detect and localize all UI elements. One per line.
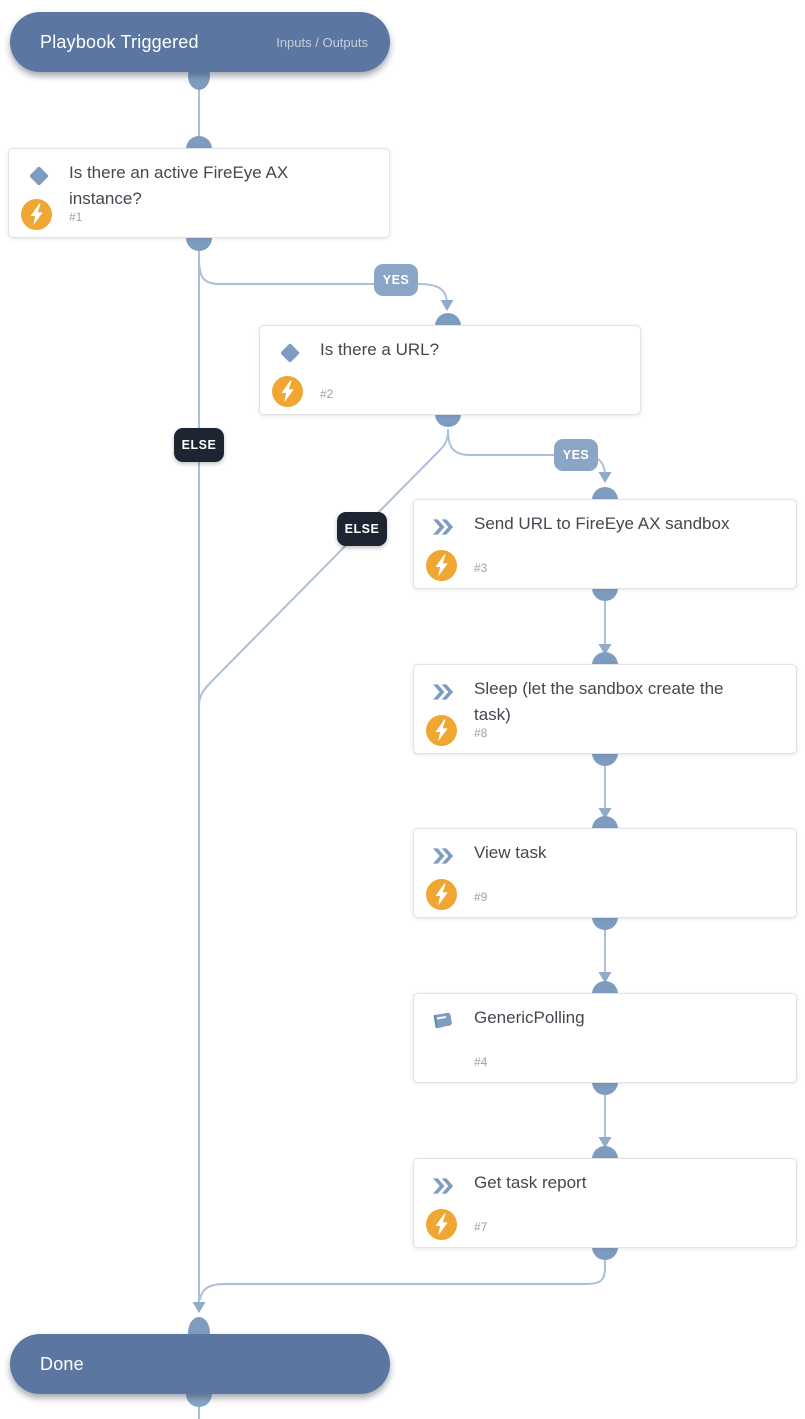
task-id: #4 bbox=[474, 1055, 488, 1069]
condition-diamond-icon bbox=[26, 163, 52, 189]
start-node-title: Playbook Triggered bbox=[40, 31, 199, 52]
automation-lightning-icon bbox=[21, 199, 52, 230]
command-chevron-icon bbox=[431, 843, 457, 869]
command-chevron-icon bbox=[431, 679, 457, 705]
arrow-into-task7 bbox=[598, 1137, 612, 1148]
task-node-4[interactable]: GenericPolling #4 bbox=[413, 993, 797, 1083]
edge-task2-yes-to-task3 bbox=[447, 429, 606, 475]
branch-label-yes-task2: YES bbox=[554, 439, 598, 471]
connector-task1-top bbox=[186, 136, 212, 149]
task-id: #7 bbox=[474, 1220, 488, 1234]
arrowheads bbox=[192, 300, 612, 1313]
connector-done-bottom bbox=[186, 1394, 212, 1407]
task-node-8[interactable]: Sleep (let the sandbox create the task) … bbox=[413, 664, 797, 754]
arrow-into-task4 bbox=[598, 972, 612, 983]
arrow-into-task8 bbox=[598, 644, 612, 655]
connector-task9-top bbox=[592, 816, 618, 829]
end-node-done[interactable]: Done bbox=[10, 1334, 390, 1394]
task-node-9[interactable]: View task #9 bbox=[413, 828, 797, 918]
connector-task3-bottom bbox=[592, 588, 618, 601]
task-title: Sleep (let the sandbox create the task) bbox=[474, 679, 724, 724]
node-connectors bbox=[186, 62, 618, 1407]
task-id: #3 bbox=[474, 561, 488, 575]
connector-task7-top bbox=[592, 1146, 618, 1159]
task-id: #9 bbox=[474, 890, 488, 904]
task-node-3[interactable]: Send URL to FireEye AX sandbox #3 bbox=[413, 499, 797, 589]
connector-task1-bottom bbox=[186, 238, 212, 251]
task-node-2[interactable]: Is there a URL? #2 bbox=[259, 325, 641, 415]
automation-lightning-icon bbox=[426, 715, 457, 746]
connector-task8-bottom bbox=[592, 753, 618, 766]
automation-lightning-icon bbox=[426, 1209, 457, 1240]
connector-task8-top bbox=[592, 652, 618, 665]
task-id: #8 bbox=[474, 726, 488, 740]
automation-lightning-icon bbox=[272, 376, 303, 407]
task-title: Get task report bbox=[474, 1173, 587, 1192]
connector-task2-bottom bbox=[435, 414, 461, 427]
connector-task4-bottom bbox=[592, 1082, 618, 1095]
task-id: #2 bbox=[320, 387, 334, 401]
task-node-7[interactable]: Get task report #7 bbox=[413, 1158, 797, 1248]
condition-diamond-icon bbox=[277, 340, 303, 366]
task-title: Is there a URL? bbox=[320, 340, 440, 359]
automation-lightning-icon bbox=[426, 879, 457, 910]
connector-task4-top bbox=[592, 981, 618, 994]
edge-task7-to-done bbox=[199, 1260, 606, 1300]
start-node-playbook-triggered[interactable]: Playbook Triggered Inputs / Outputs bbox=[10, 12, 390, 72]
connector-task7-bottom bbox=[592, 1247, 618, 1260]
command-chevron-icon bbox=[431, 1173, 457, 1199]
branch-label-text: ELSE bbox=[344, 522, 380, 536]
branch-label-else-task2: ELSE bbox=[337, 512, 387, 546]
arrow-into-task2 bbox=[440, 300, 454, 311]
automation-lightning-icon bbox=[426, 550, 457, 581]
connector-task3-top bbox=[592, 487, 618, 500]
connector-task2-top bbox=[435, 313, 461, 326]
end-node-title: Done bbox=[40, 1353, 84, 1374]
branch-label-text: ELSE bbox=[181, 438, 217, 452]
branch-label-yes-task1: YES bbox=[374, 264, 418, 296]
playbook-book-icon bbox=[431, 1008, 457, 1034]
task-node-1[interactable]: Is there an active FireEye AX instance? … bbox=[8, 148, 390, 238]
task-title: View task bbox=[474, 843, 547, 862]
inputs-outputs-link[interactable]: Inputs / Outputs bbox=[276, 34, 368, 50]
command-chevron-icon bbox=[431, 514, 457, 540]
task-id: #1 bbox=[69, 210, 83, 224]
edge-task1-yes-to-task2 bbox=[198, 257, 448, 303]
edge-task2-else-diagonal bbox=[198, 429, 449, 707]
task-title: Send URL to FireEye AX sandbox bbox=[474, 514, 730, 533]
task-title: GenericPolling bbox=[474, 1008, 585, 1027]
arrow-into-done bbox=[192, 1302, 206, 1313]
connector-task9-bottom bbox=[592, 917, 618, 930]
branch-label-text: YES bbox=[382, 273, 410, 287]
arrow-into-task3 bbox=[598, 472, 612, 483]
branch-label-else-task1: ELSE bbox=[174, 428, 224, 462]
arrow-into-task9 bbox=[598, 808, 612, 819]
task-title: Is there an active FireEye AX instance? bbox=[69, 163, 289, 208]
branch-label-text: YES bbox=[562, 448, 590, 462]
